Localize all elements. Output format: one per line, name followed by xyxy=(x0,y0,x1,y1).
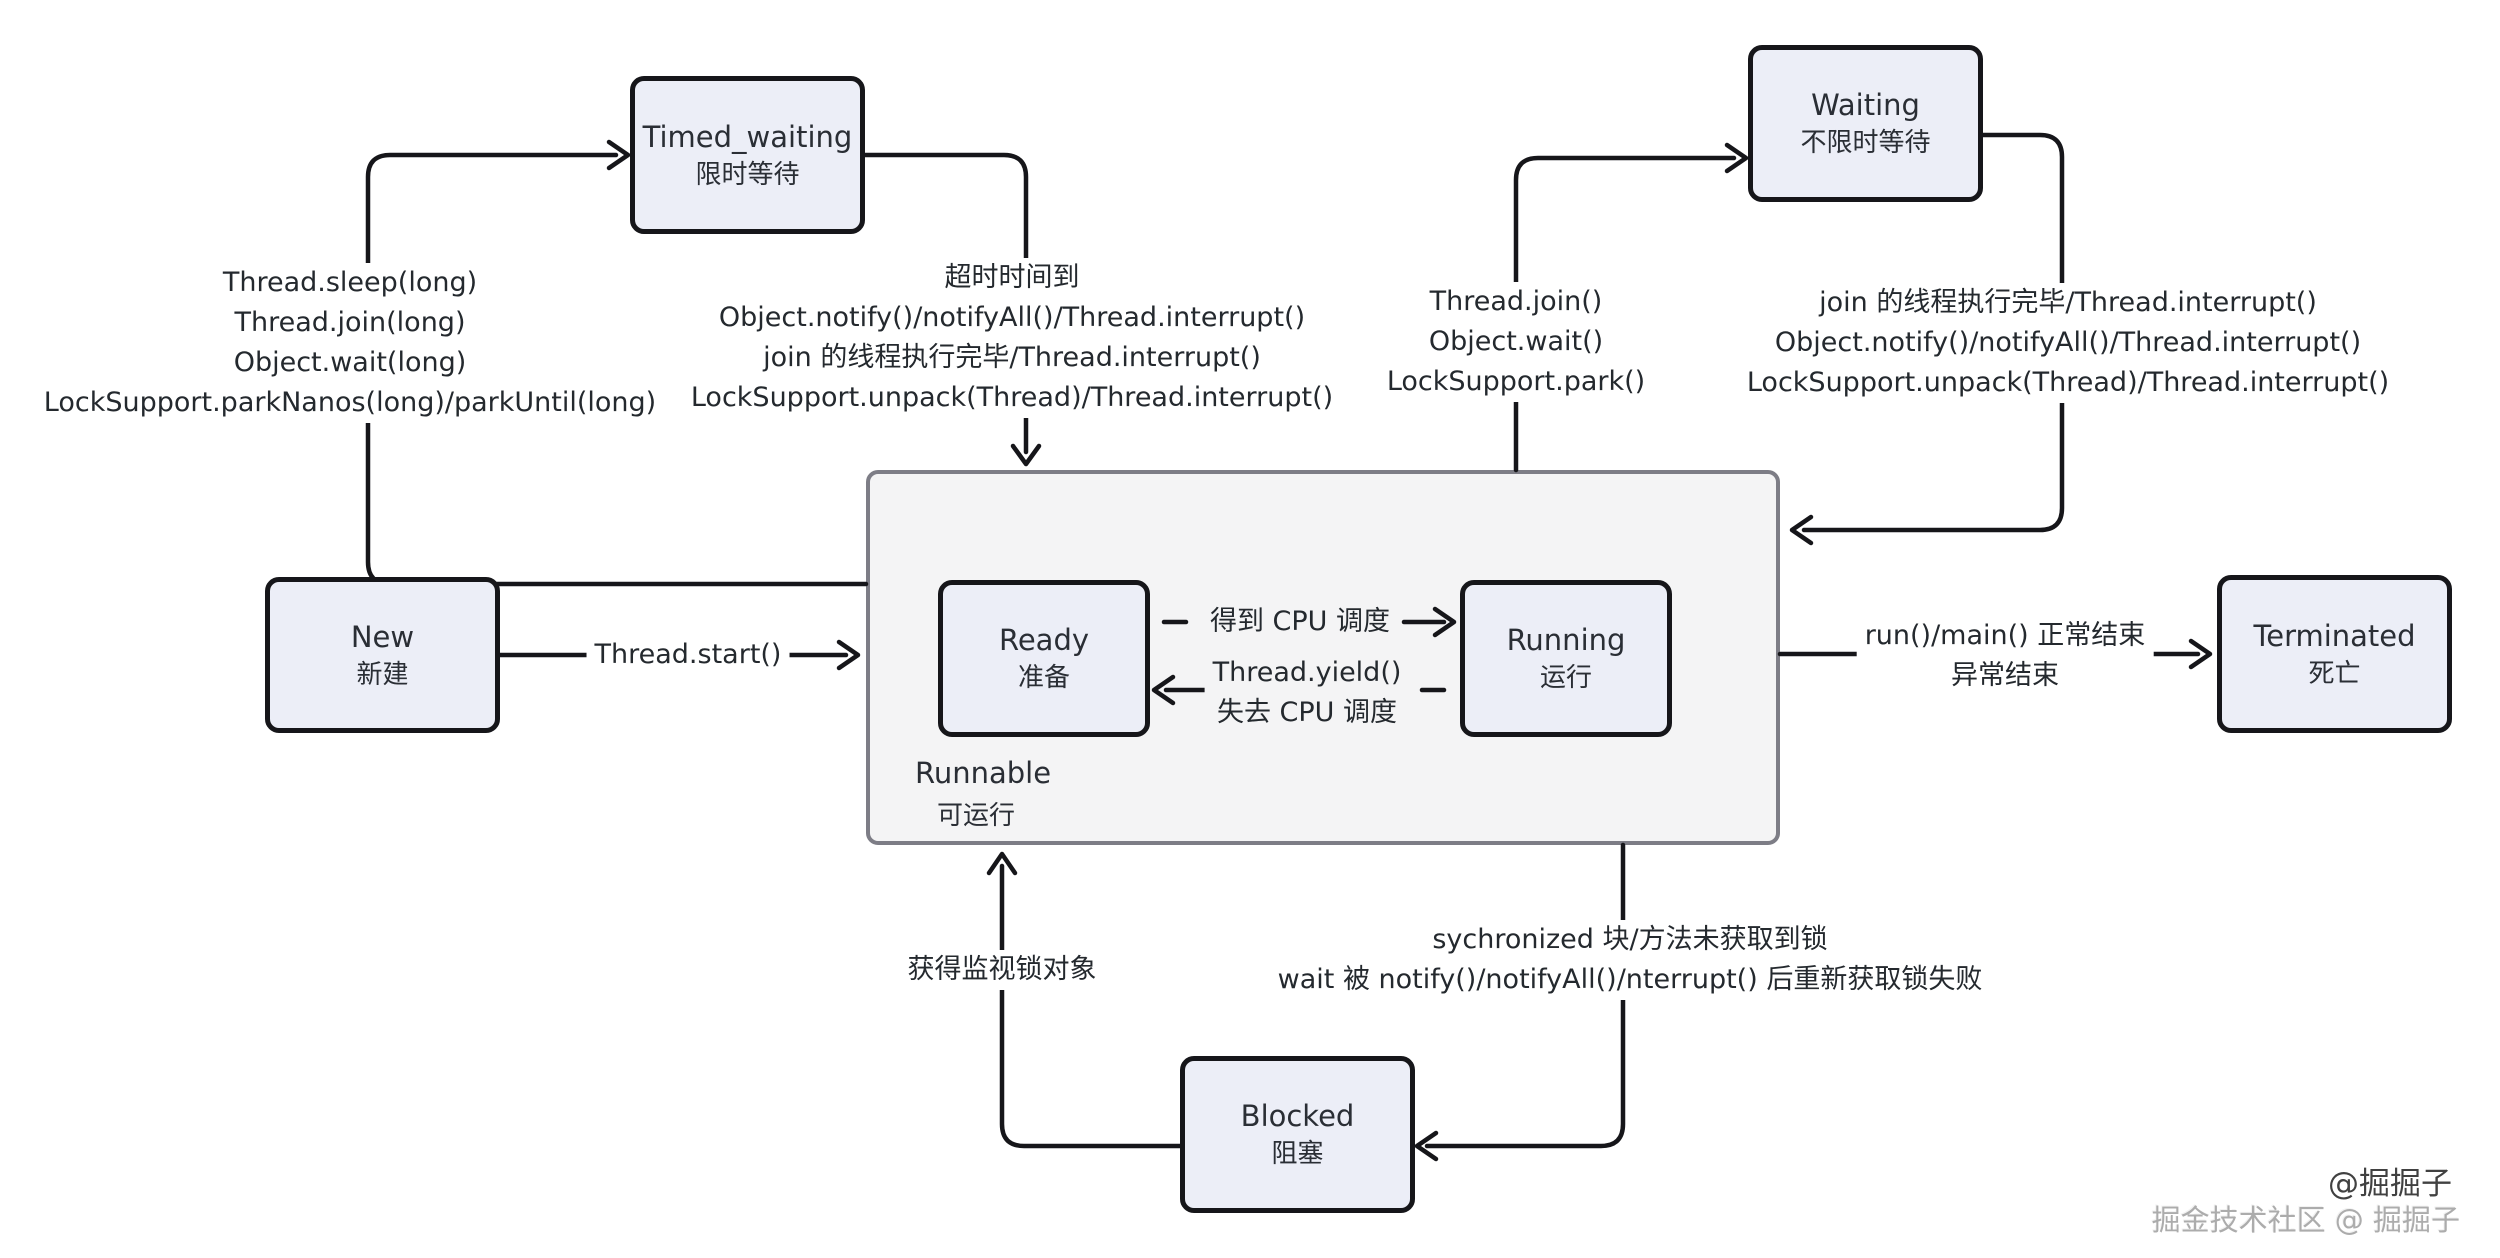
arrowhead-into-ready xyxy=(1151,674,1176,706)
label-to-waiting: Thread.join() Object.wait() LockSupport.… xyxy=(1378,282,1654,402)
state-running: Running 运行 xyxy=(1460,580,1672,737)
state-ready: Ready 准备 xyxy=(938,580,1150,737)
state-timed-waiting-zh: 限时等待 xyxy=(695,159,800,190)
state-ready-zh: 准备 xyxy=(1017,663,1070,693)
label-to-terminated: run()/main() 正常结束 异常结束 xyxy=(1856,616,2154,696)
state-running-zh: 运行 xyxy=(1539,663,1592,693)
arrowhead-newstart-into-runnable xyxy=(836,639,861,671)
arrowhead-into-waiting xyxy=(1724,142,1749,174)
runnable-label-en: Runnable xyxy=(915,756,1052,790)
state-ready-en: Ready xyxy=(998,623,1090,657)
state-waiting: Waiting 不限时等待 xyxy=(1748,45,1983,202)
state-new-zh: 新建 xyxy=(356,659,409,690)
state-running-en: Running xyxy=(1506,623,1626,657)
label-from-timed-waiting: 超时时间到 Object.notify()/notifyAll()/Thread… xyxy=(682,258,1342,418)
label-get-cpu: 得到 CPU 调度 xyxy=(1201,602,1399,642)
runnable-label-zh: 可运行 xyxy=(937,801,1016,831)
state-waiting-en: Waiting xyxy=(1811,88,1920,122)
label-thread-start: Thread.start() xyxy=(586,635,790,675)
label-to-timed-waiting: Thread.sleep(long) Thread.join(long) Obj… xyxy=(35,263,665,423)
watermark-author: @掘掘子 xyxy=(2328,1166,2452,1202)
label-acquire-monitor-lock: 获得监视锁对象 xyxy=(899,950,1105,990)
edge-runnable-to-waiting xyxy=(1513,155,1737,473)
arrowhead-into-blocked xyxy=(1414,1130,1439,1162)
edge-timedwaiting-to-runnable xyxy=(862,152,1029,455)
arrowhead-up-into-runnable xyxy=(986,851,1018,876)
state-timed-waiting: Timed_waiting 限时等待 xyxy=(630,76,865,234)
edge-blocked-to-runnable xyxy=(999,863,1183,1149)
state-blocked: Blocked 阻塞 xyxy=(1180,1056,1415,1213)
arrowhead-down-into-runnable xyxy=(1010,443,1042,467)
state-terminated-zh: 死亡 xyxy=(2308,658,2361,689)
label-from-waiting: join 的线程执行完毕/Thread.interrupt() Object.n… xyxy=(1738,283,2398,403)
edge-running-to-blocked xyxy=(1424,842,1626,1149)
state-terminated-en: Terminated xyxy=(2253,618,2416,653)
arrowhead-into-terminated xyxy=(2188,638,2213,670)
arrowhead-into-running xyxy=(1432,606,1457,638)
watermark-community: 掘金技术社区 @ 掘掘子 xyxy=(2151,1203,2460,1237)
arrowhead-into-timedwaiting xyxy=(606,139,631,171)
state-blocked-zh: 阻塞 xyxy=(1271,1139,1324,1169)
state-terminated: Terminated 死亡 xyxy=(2217,575,2452,733)
state-waiting-zh: 不限时等待 xyxy=(1800,128,1931,158)
state-timed-waiting-en: Timed_waiting xyxy=(642,119,853,154)
state-blocked-en: Blocked xyxy=(1240,1099,1355,1133)
arrowhead-left-into-runnable xyxy=(1789,514,1814,546)
state-new: New 新建 xyxy=(265,577,500,733)
state-new-en: New xyxy=(350,619,415,654)
label-yield-lose-cpu: Thread.yield() 失去 CPU 调度 xyxy=(1204,653,1410,733)
label-to-blocked: sychronized 块/方法未获取到锁 wait 被 notify()/no… xyxy=(1269,920,1991,1000)
